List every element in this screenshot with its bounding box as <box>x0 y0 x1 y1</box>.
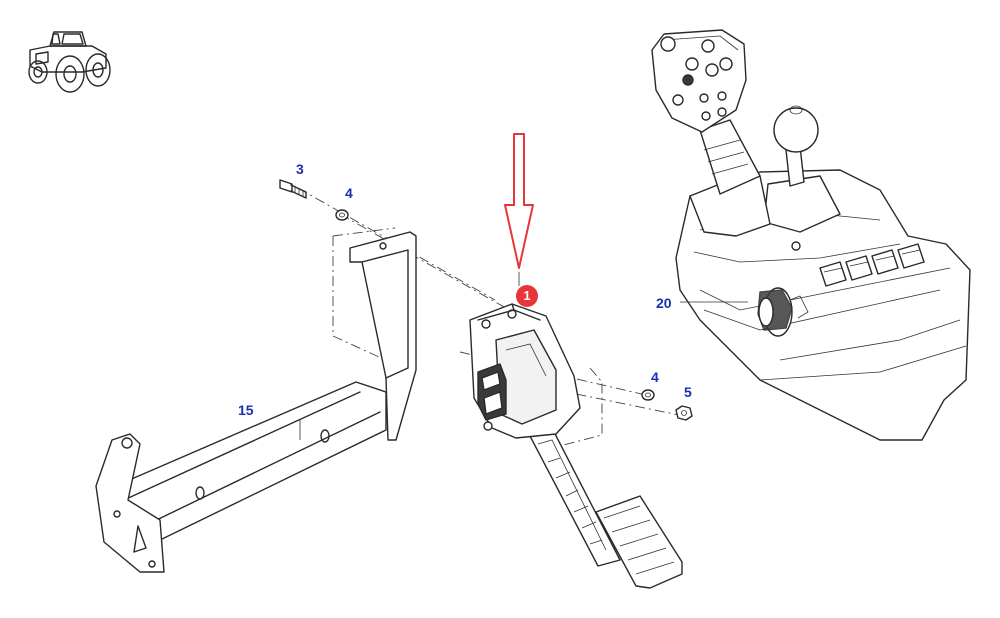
washer-part-upper[interactable] <box>335 209 349 221</box>
mounting-bracket[interactable] <box>95 231 417 573</box>
cab-console-illustration <box>651 29 971 441</box>
gear-knob <box>763 105 841 251</box>
joystick-handle <box>651 29 771 237</box>
nut-part[interactable] <box>675 405 693 421</box>
assembly-guide-lines <box>297 187 685 449</box>
callout-1-highlighted[interactable]: 1 <box>516 285 538 307</box>
callout-15[interactable]: 15 <box>238 402 254 418</box>
callout-4-lower[interactable]: 4 <box>651 369 659 385</box>
accelerator-pedal-part[interactable] <box>469 303 683 589</box>
console-button-row <box>819 243 925 287</box>
callout-3[interactable]: 3 <box>296 161 304 177</box>
thumbwheel-part[interactable] <box>757 287 809 337</box>
callout-4-upper[interactable]: 4 <box>345 185 353 201</box>
tractor-icon[interactable] <box>28 31 111 93</box>
washer-part-lower[interactable] <box>641 389 655 401</box>
callout-20[interactable]: 20 <box>656 295 672 311</box>
callout-5[interactable]: 5 <box>684 384 692 400</box>
screw-part[interactable] <box>279 179 307 199</box>
highlight-arrow-icon <box>504 133 534 269</box>
leader-lines <box>518 272 748 303</box>
